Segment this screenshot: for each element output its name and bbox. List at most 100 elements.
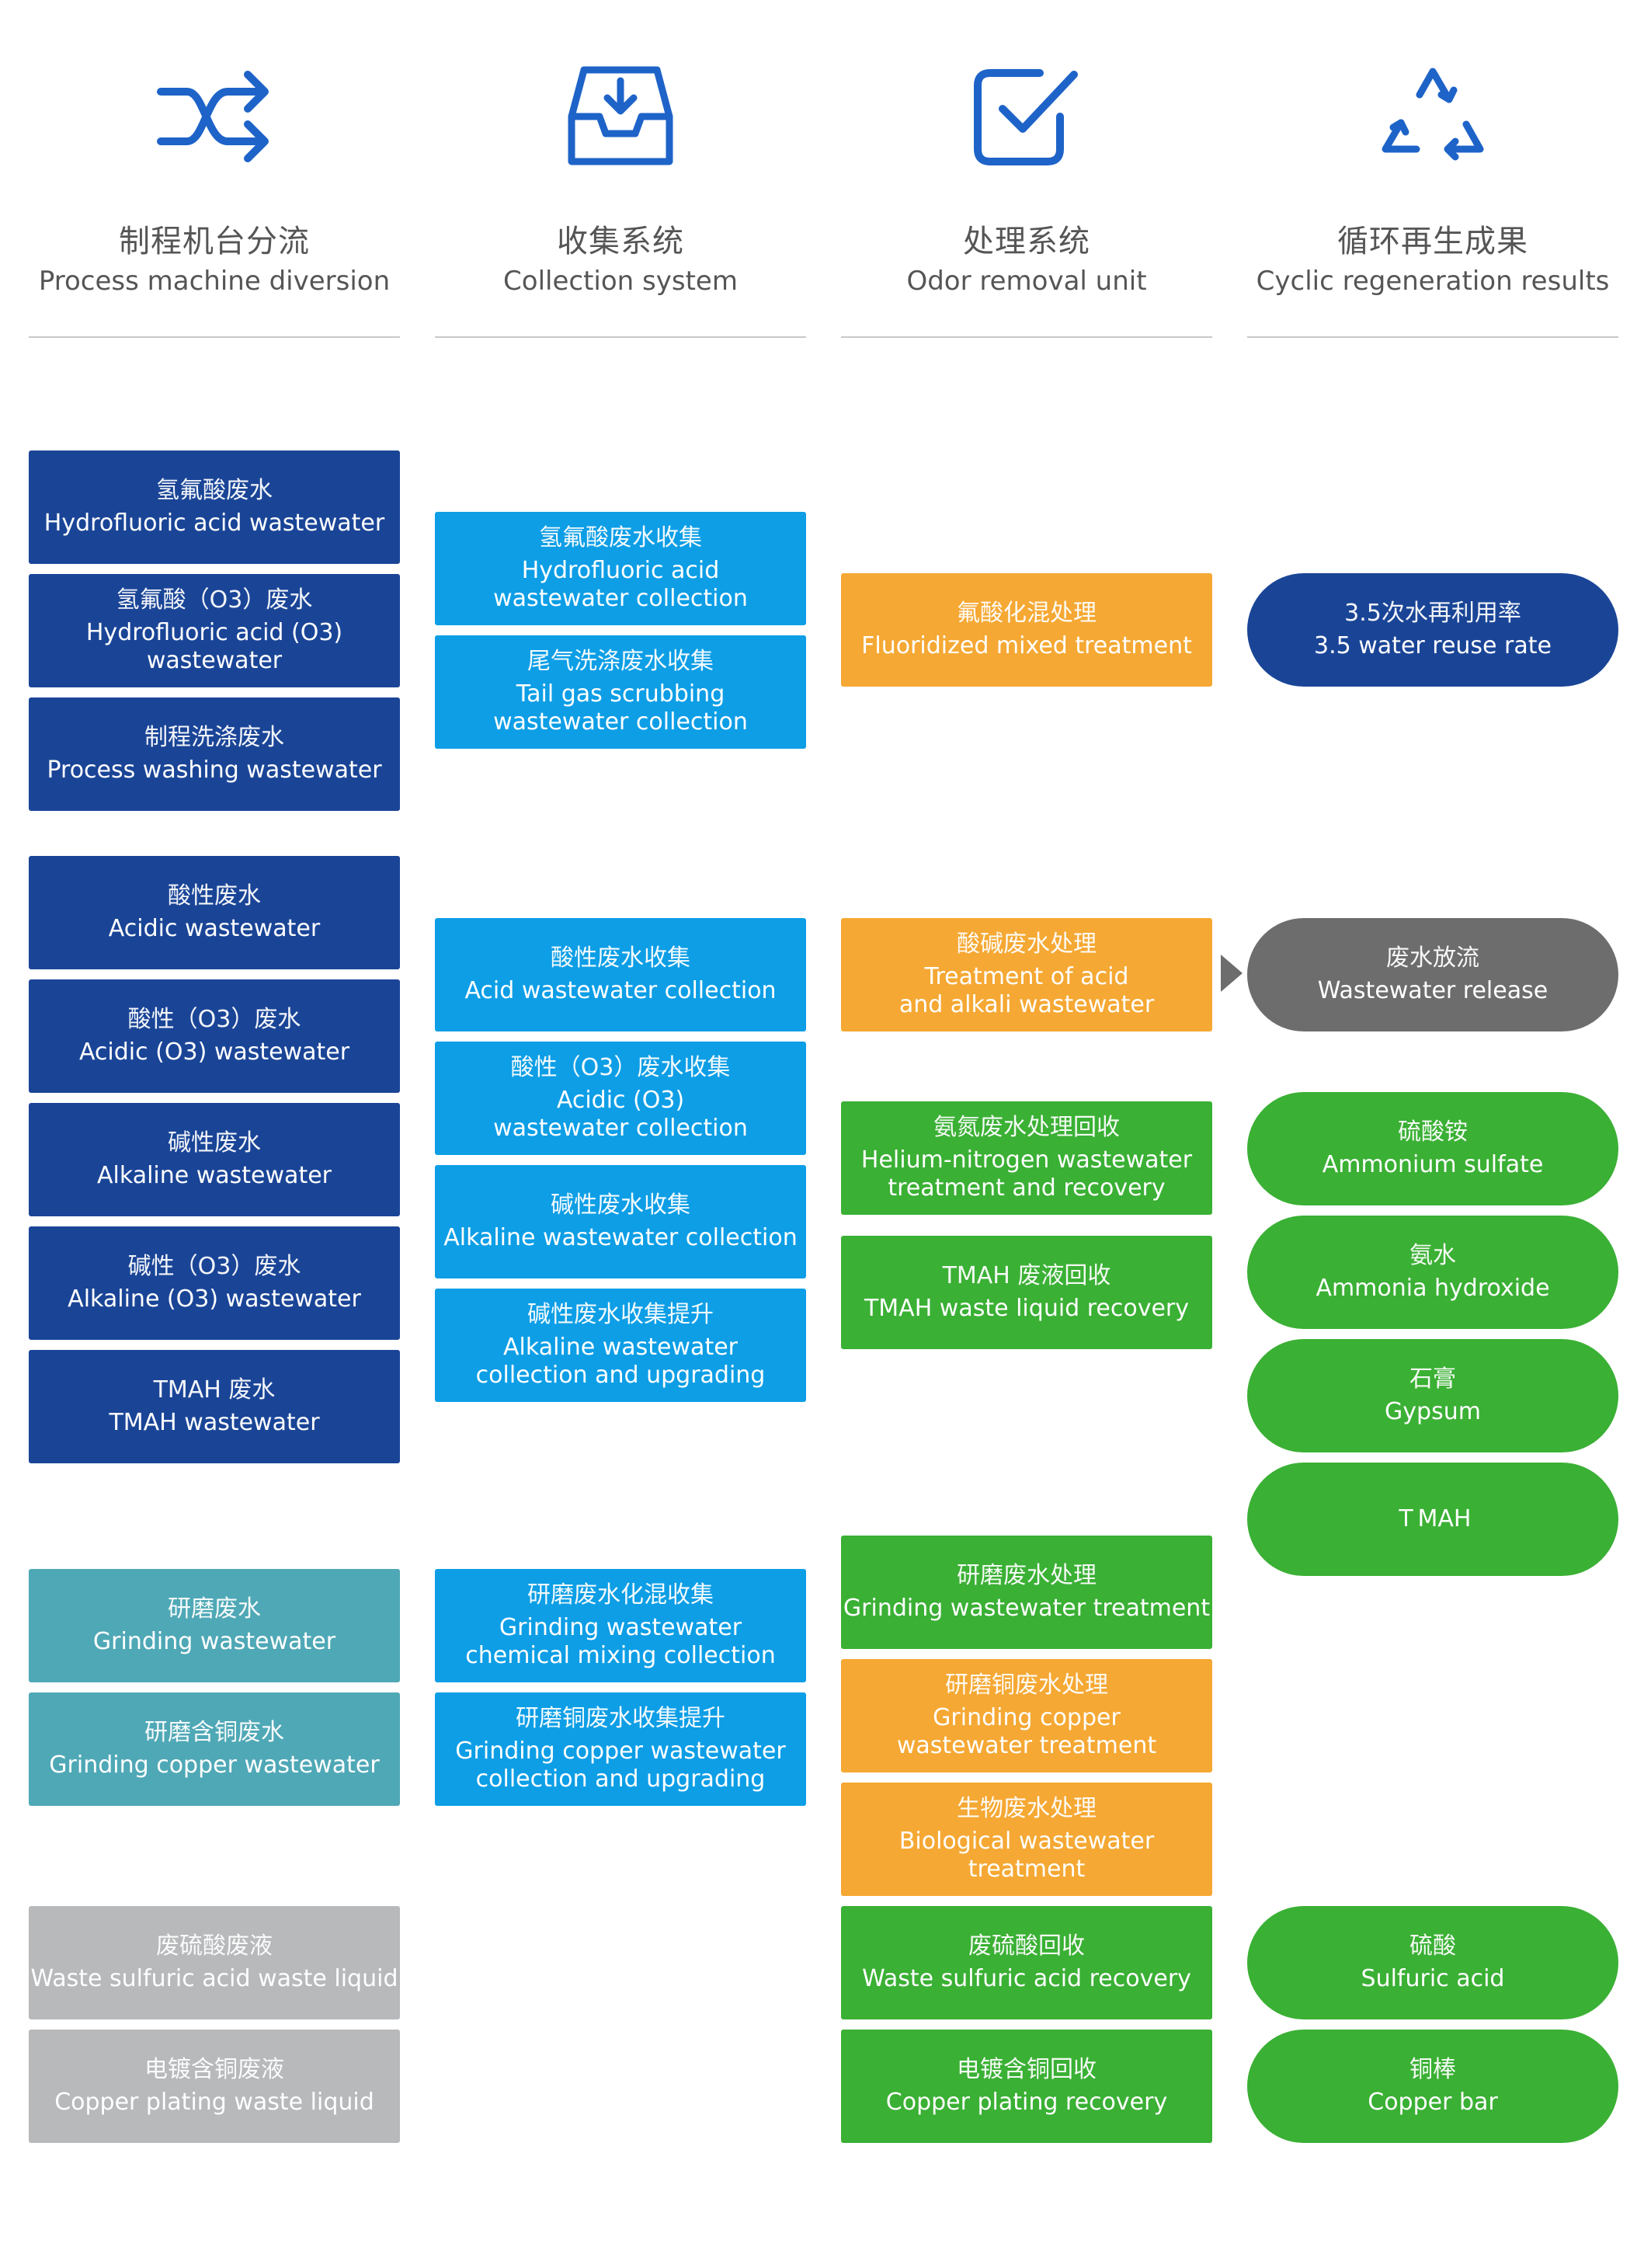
box-en: Alkaline wastewater collection (443, 1224, 798, 1251)
box-en: Hydrofluoric acid wastewater collection (493, 557, 748, 612)
box-en: Sulfuric acid (1361, 1965, 1505, 1992)
box-zh: 硫酸铵 (1398, 1118, 1468, 1146)
result-wastewater-release: 废水放流 Wastewater release (1247, 918, 1618, 1031)
box-zh: 生物废水处理 (957, 1795, 1097, 1822)
checkbox-icon (974, 69, 1078, 165)
box-zh: 酸性废水 (168, 882, 261, 910)
header-zh: 循环再生成果 (1337, 224, 1528, 259)
box-zh: 硫酸 (1409, 1932, 1456, 1960)
header-divider (29, 336, 400, 338)
header-zh: 收集系统 (557, 224, 684, 259)
box-zh: TMAH 废水 (153, 1376, 276, 1404)
treat-waste-sulfuric-acid: 废硫酸回收 Waste sulfuric acid recovery (841, 1906, 1212, 2019)
box-en: Treatment of acid and alkali wastewater (898, 963, 1155, 1018)
box-en: Waste sulfuric acid waste liquid (30, 1965, 398, 1992)
source-acidic: 酸性废水 Acidic wastewater (29, 856, 400, 969)
box-zh: 碱性（O3）废水 (127, 1253, 301, 1280)
source-waste-sulfuric-acid: 废硫酸废液 Waste sulfuric acid waste liquid (29, 1906, 400, 2019)
treat-fluoridized-mixed: 氟酸化混处理 Fluoridized mixed treatment (841, 573, 1212, 687)
source-tmah: TMAH 废水 TMAH wastewater (29, 1350, 400, 1463)
collect-grinding-copper-upgrading: 研磨铜废水收集提升 Grinding copper wastewater col… (435, 1692, 806, 1806)
source-grinding-copper: 研磨含铜废水 Grinding copper wastewater (29, 1692, 400, 1806)
treat-acid-alkali: 酸碱废水处理 Treatment of acid and alkali wast… (841, 918, 1212, 1031)
box-en: Ammonium sulfate (1322, 1151, 1544, 1178)
collect-grinding-mixing: 研磨废水化混收集 Grinding wastewater chemical mi… (435, 1569, 806, 1682)
collect-hydrofluoric-acid: 氢氟酸废水收集 Hydrofluoric acid wastewater col… (435, 512, 806, 625)
collect-acid: 酸性废水收集 Acid wastewater collection (435, 918, 806, 1031)
box-en: ＴMAH (1394, 1505, 1472, 1532)
treat-biological: 生物废水处理 Biological wastewater treatment (841, 1783, 1212, 1896)
source-hydrofluoric-acid: 氢氟酸废水 Hydrofluoric acid wastewater (29, 450, 400, 564)
box-en: Grinding copper wastewater collection an… (455, 1738, 786, 1793)
box-zh: 废硫酸废液 (156, 1932, 273, 1960)
box-zh: 氟酸化混处理 (957, 600, 1097, 627)
box-zh: 氨水 (1409, 1242, 1456, 1269)
recycle-icon (1382, 68, 1484, 161)
box-en: Biological wastewater treatment (898, 1828, 1155, 1883)
header-en: Cyclic regeneration results (1256, 266, 1610, 297)
source-grinding: 研磨废水 Grinding wastewater (29, 1569, 400, 1682)
box-en: Wastewater release (1317, 977, 1548, 1004)
box-en: Hydrofluoric acid wastewater (43, 510, 385, 537)
box-en: 3.5 water reuse rate (1314, 632, 1552, 659)
source-alkaline: 碱性废水 Alkaline wastewater (29, 1103, 400, 1216)
box-zh: 铜棒 (1409, 2056, 1456, 2083)
flow-arrow-icon (1221, 955, 1243, 992)
box-zh: 废水放流 (1386, 944, 1479, 972)
box-en: Waste sulfuric acid recovery (862, 1965, 1191, 1992)
result-copper-bar: 铜棒 Copper bar (1247, 2030, 1618, 2143)
source-copper-plating: 电镀含铜废液 Copper plating waste liquid (29, 2030, 400, 2143)
header-en: Process machine diversion (38, 266, 391, 297)
box-zh: 3.5次水再利用率 (1344, 600, 1521, 627)
box-zh: 废硫酸回收 (968, 1932, 1085, 1960)
box-en: Gypsum (1385, 1398, 1481, 1425)
box-en: TMAH wastewater (109, 1409, 320, 1436)
box-en: Acidic (O3) wastewater collection (493, 1087, 748, 1142)
box-en: TMAH waste liquid recovery (864, 1295, 1190, 1322)
box-zh: 研磨铜废水收集提升 (516, 1705, 725, 1732)
result-ammonia-hydroxide: 氨水 Ammonia hydroxide (1247, 1216, 1618, 1329)
box-zh: TMAH 废液回收 (942, 1262, 1111, 1289)
box-en: Alkaline (O3) wastewater (68, 1285, 361, 1313)
box-zh: 酸性废水收集 (551, 944, 690, 972)
box-zh: 研磨铜废水处理 (945, 1671, 1108, 1699)
treat-helium-nitrogen: 氨氮废水处理回收 Helium-nitrogen wastewater trea… (841, 1101, 1212, 1215)
box-zh: 研磨废水 (168, 1595, 261, 1623)
treat-copper-plating: 电镀含铜回收 Copper plating recovery (841, 2030, 1212, 2143)
box-en: Grinding wastewater chemical mixing coll… (465, 1614, 776, 1669)
box-en: Alkaline wastewater (96, 1162, 332, 1189)
source-acidic-o3: 酸性（O3）废水 Acidic (O3) wastewater (29, 979, 400, 1093)
header-en: Collection system (503, 266, 738, 297)
result-ammonium-sulfate: 硫酸铵 Ammonium sulfate (1247, 1092, 1618, 1205)
treat-grinding-copper: 研磨铜废水处理 Grinding copper wastewater treat… (841, 1659, 1212, 1772)
source-hydrofluoric-acid-o3: 氢氟酸（O3）废水 Hydrofluoric acid (O3) wastewa… (29, 574, 400, 687)
box-zh: 研磨废水化混收集 (527, 1581, 714, 1609)
header-divider (1247, 336, 1618, 338)
result-sulfuric-acid: 硫酸 Sulfuric acid (1247, 1906, 1618, 2019)
treat-tmah-recovery: TMAH 废液回收 TMAH waste liquid recovery (841, 1236, 1212, 1349)
box-en: Grinding copper wastewater treatment (896, 1704, 1157, 1759)
box-zh: 酸碱废水处理 (957, 931, 1097, 958)
box-zh: 酸性（O3）废水 (127, 1006, 301, 1033)
treat-grinding: 研磨废水处理 Grinding wastewater treatment (841, 1536, 1212, 1649)
box-en: Acidic (O3) wastewater (78, 1038, 350, 1066)
header-divider (435, 336, 806, 338)
box-en: Acidic wastewater (108, 915, 321, 942)
box-zh: 酸性（O3）废水收集 (510, 1054, 731, 1081)
box-en: Alkaline wastewater collection and upgra… (475, 1334, 766, 1389)
collect-acidic-o3: 酸性（O3）废水收集 Acidic (O3) wastewater collec… (435, 1042, 806, 1155)
box-en: Copper bar (1368, 2089, 1498, 2116)
box-en: Grinding copper wastewater (49, 1751, 380, 1779)
box-en: Copper plating recovery (885, 2089, 1168, 2116)
box-zh: 氢氟酸废水 (156, 477, 273, 504)
source-alkaline-o3: 碱性（O3）废水 Alkaline (O3) wastewater (29, 1226, 400, 1340)
box-en: Helium-nitrogen wastewater treatment and… (860, 1146, 1193, 1202)
box-en: Hydrofluoric acid (O3) wastewater (85, 619, 343, 674)
source-process-washing: 制程洗涤废水 Process washing wastewater (29, 697, 400, 811)
box-en: Grinding wastewater (92, 1628, 336, 1655)
box-en: Tail gas scrubbing wastewater collection (493, 680, 748, 736)
box-zh: 氢氟酸（O3）废水 (116, 586, 313, 614)
box-en: Process washing wastewater (47, 757, 382, 784)
box-zh: 碱性废水收集 (551, 1191, 690, 1219)
inbox-download-icon (568, 66, 673, 165)
